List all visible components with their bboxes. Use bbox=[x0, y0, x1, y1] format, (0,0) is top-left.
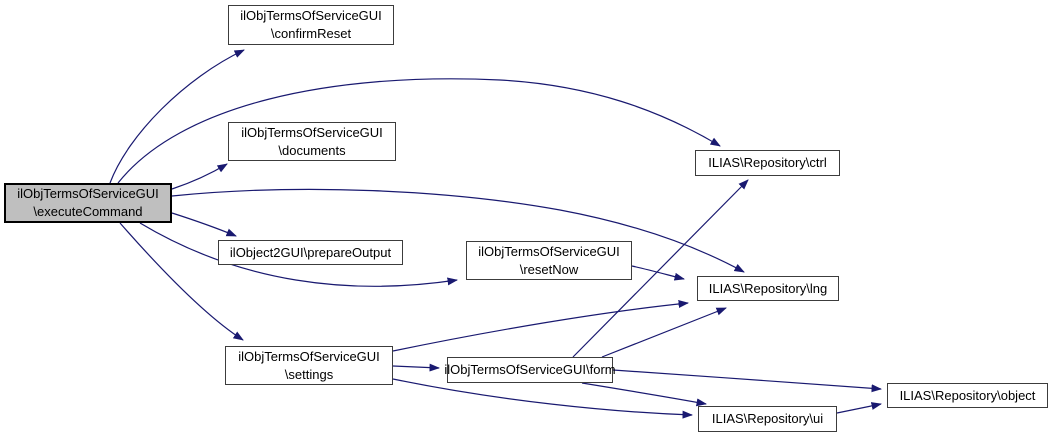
edge-form-to-object bbox=[612, 369, 882, 393]
edge-form-to-ctrl bbox=[572, 179, 749, 358]
node-resetNow-label: ilObjTermsOfServiceGUI \resetNow bbox=[478, 243, 620, 277]
edge-executeCommand-to-prepareOutput bbox=[171, 212, 237, 237]
edge-executeCommand-to-settings bbox=[119, 222, 244, 341]
edge-ui-to-object bbox=[836, 402, 882, 414]
node-executeCommand-current: ilObjTermsOfServiceGUI \executeCommand bbox=[4, 183, 172, 223]
node-resetNow[interactable]: ilObjTermsOfServiceGUI \resetNow bbox=[466, 241, 632, 280]
node-prepareOutput[interactable]: ilObject2GUI\prepareOutput bbox=[218, 240, 403, 265]
node-executeCommand-label: ilObjTermsOfServiceGUI \executeCommand bbox=[17, 186, 159, 219]
node-repository-lng-label: ILIAS\Repository\lng bbox=[708, 280, 828, 296]
edge-form-to-ui bbox=[581, 382, 707, 407]
edge-settings-to-form bbox=[392, 363, 440, 372]
edge-executeCommand-to-resetNow bbox=[139, 222, 458, 287]
edge-executeCommand-to-confirmReset bbox=[109, 49, 245, 184]
node-repository-ctrl[interactable]: ILIAS\Repository\ctrl bbox=[695, 150, 840, 176]
edge-executeCommand-to-lng bbox=[171, 188, 745, 273]
node-documents-label: ilObjTermsOfServiceGUI \documents bbox=[241, 124, 383, 158]
edge-settings-to-ui bbox=[392, 378, 693, 419]
edge-executeCommand-to-ctrl bbox=[117, 78, 721, 184]
node-settings-label: ilObjTermsOfServiceGUI \settings bbox=[238, 348, 380, 382]
node-documents[interactable]: ilObjTermsOfServiceGUI \documents bbox=[228, 122, 396, 161]
node-prepareOutput-label: ilObject2GUI\prepareOutput bbox=[229, 244, 392, 260]
node-form-label: ilObjTermsOfServiceGUI\form bbox=[444, 362, 616, 377]
edge-resetNow-to-lng bbox=[631, 265, 685, 281]
node-repository-object[interactable]: ILIAS\Repository\object bbox=[887, 383, 1048, 408]
node-repository-ctrl-label: ILIAS\Repository\ctrl bbox=[708, 155, 827, 170]
node-confirmReset[interactable]: ilObjTermsOfServiceGUI \confirmReset bbox=[228, 5, 394, 45]
node-settings[interactable]: ilObjTermsOfServiceGUI \settings bbox=[225, 346, 393, 385]
node-confirmReset-label: ilObjTermsOfServiceGUI \confirmReset bbox=[240, 8, 382, 41]
node-repository-object-label: ILIAS\Repository\object bbox=[899, 387, 1036, 403]
node-form[interactable]: ilObjTermsOfServiceGUI\form bbox=[444, 357, 616, 383]
edge-form-to-lng bbox=[601, 307, 727, 358]
edge-executeCommand-to-documents bbox=[171, 163, 228, 190]
node-repository-lng[interactable]: ILIAS\Repository\lng bbox=[697, 276, 839, 301]
node-repository-ui[interactable]: ILIAS\Repository\ui bbox=[698, 406, 837, 432]
node-repository-ui-label: ILIAS\Repository\ui bbox=[711, 411, 824, 426]
edge-settings-to-lng bbox=[392, 299, 689, 352]
